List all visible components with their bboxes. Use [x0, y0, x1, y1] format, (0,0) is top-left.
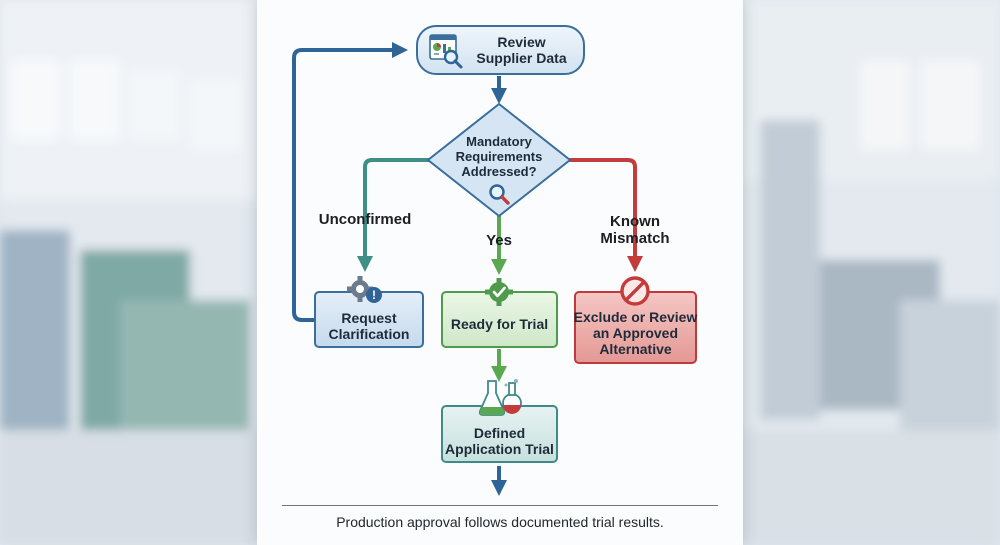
decision-label: Mandatory Requirements Addressed? — [455, 133, 543, 179]
defined-application-trial-label: Defined Application Trial — [445, 425, 554, 457]
gear-question-icon: ! — [347, 276, 382, 303]
gear-check-icon — [485, 278, 513, 306]
svg-text:!: ! — [372, 288, 376, 302]
footer-note: Production approval follows documented t… — [336, 514, 664, 530]
arrow-clarify-loop-to-review — [292, 42, 408, 322]
known-mismatch-label: Known Mismatch — [600, 213, 670, 247]
flasks-icon — [478, 379, 522, 416]
decision-label-box: Mandatory Requirements Addressed? — [440, 132, 558, 180]
footer-divider — [282, 505, 718, 506]
prohibited-icon — [620, 276, 650, 306]
decision-diamond — [426, 102, 572, 218]
decision-magnifier-icon — [489, 184, 510, 205]
magnifier-icon — [443, 49, 463, 69]
request-clarification-label: Request Clarification — [328, 309, 410, 342]
unconfirmed-label: Unconfirmed — [318, 211, 412, 228]
ready-for-trial-label: Ready for Trial — [450, 315, 549, 332]
review-supplier-data-label: Review Supplier Data — [476, 34, 567, 66]
exclude-or-review-label: Exclude or Review an Approved Alternativ… — [573, 308, 698, 357]
arrow-decision-to-exclude — [566, 158, 643, 272]
yes-label: Yes — [486, 232, 512, 249]
arrow-decision-to-clarify — [357, 158, 432, 272]
